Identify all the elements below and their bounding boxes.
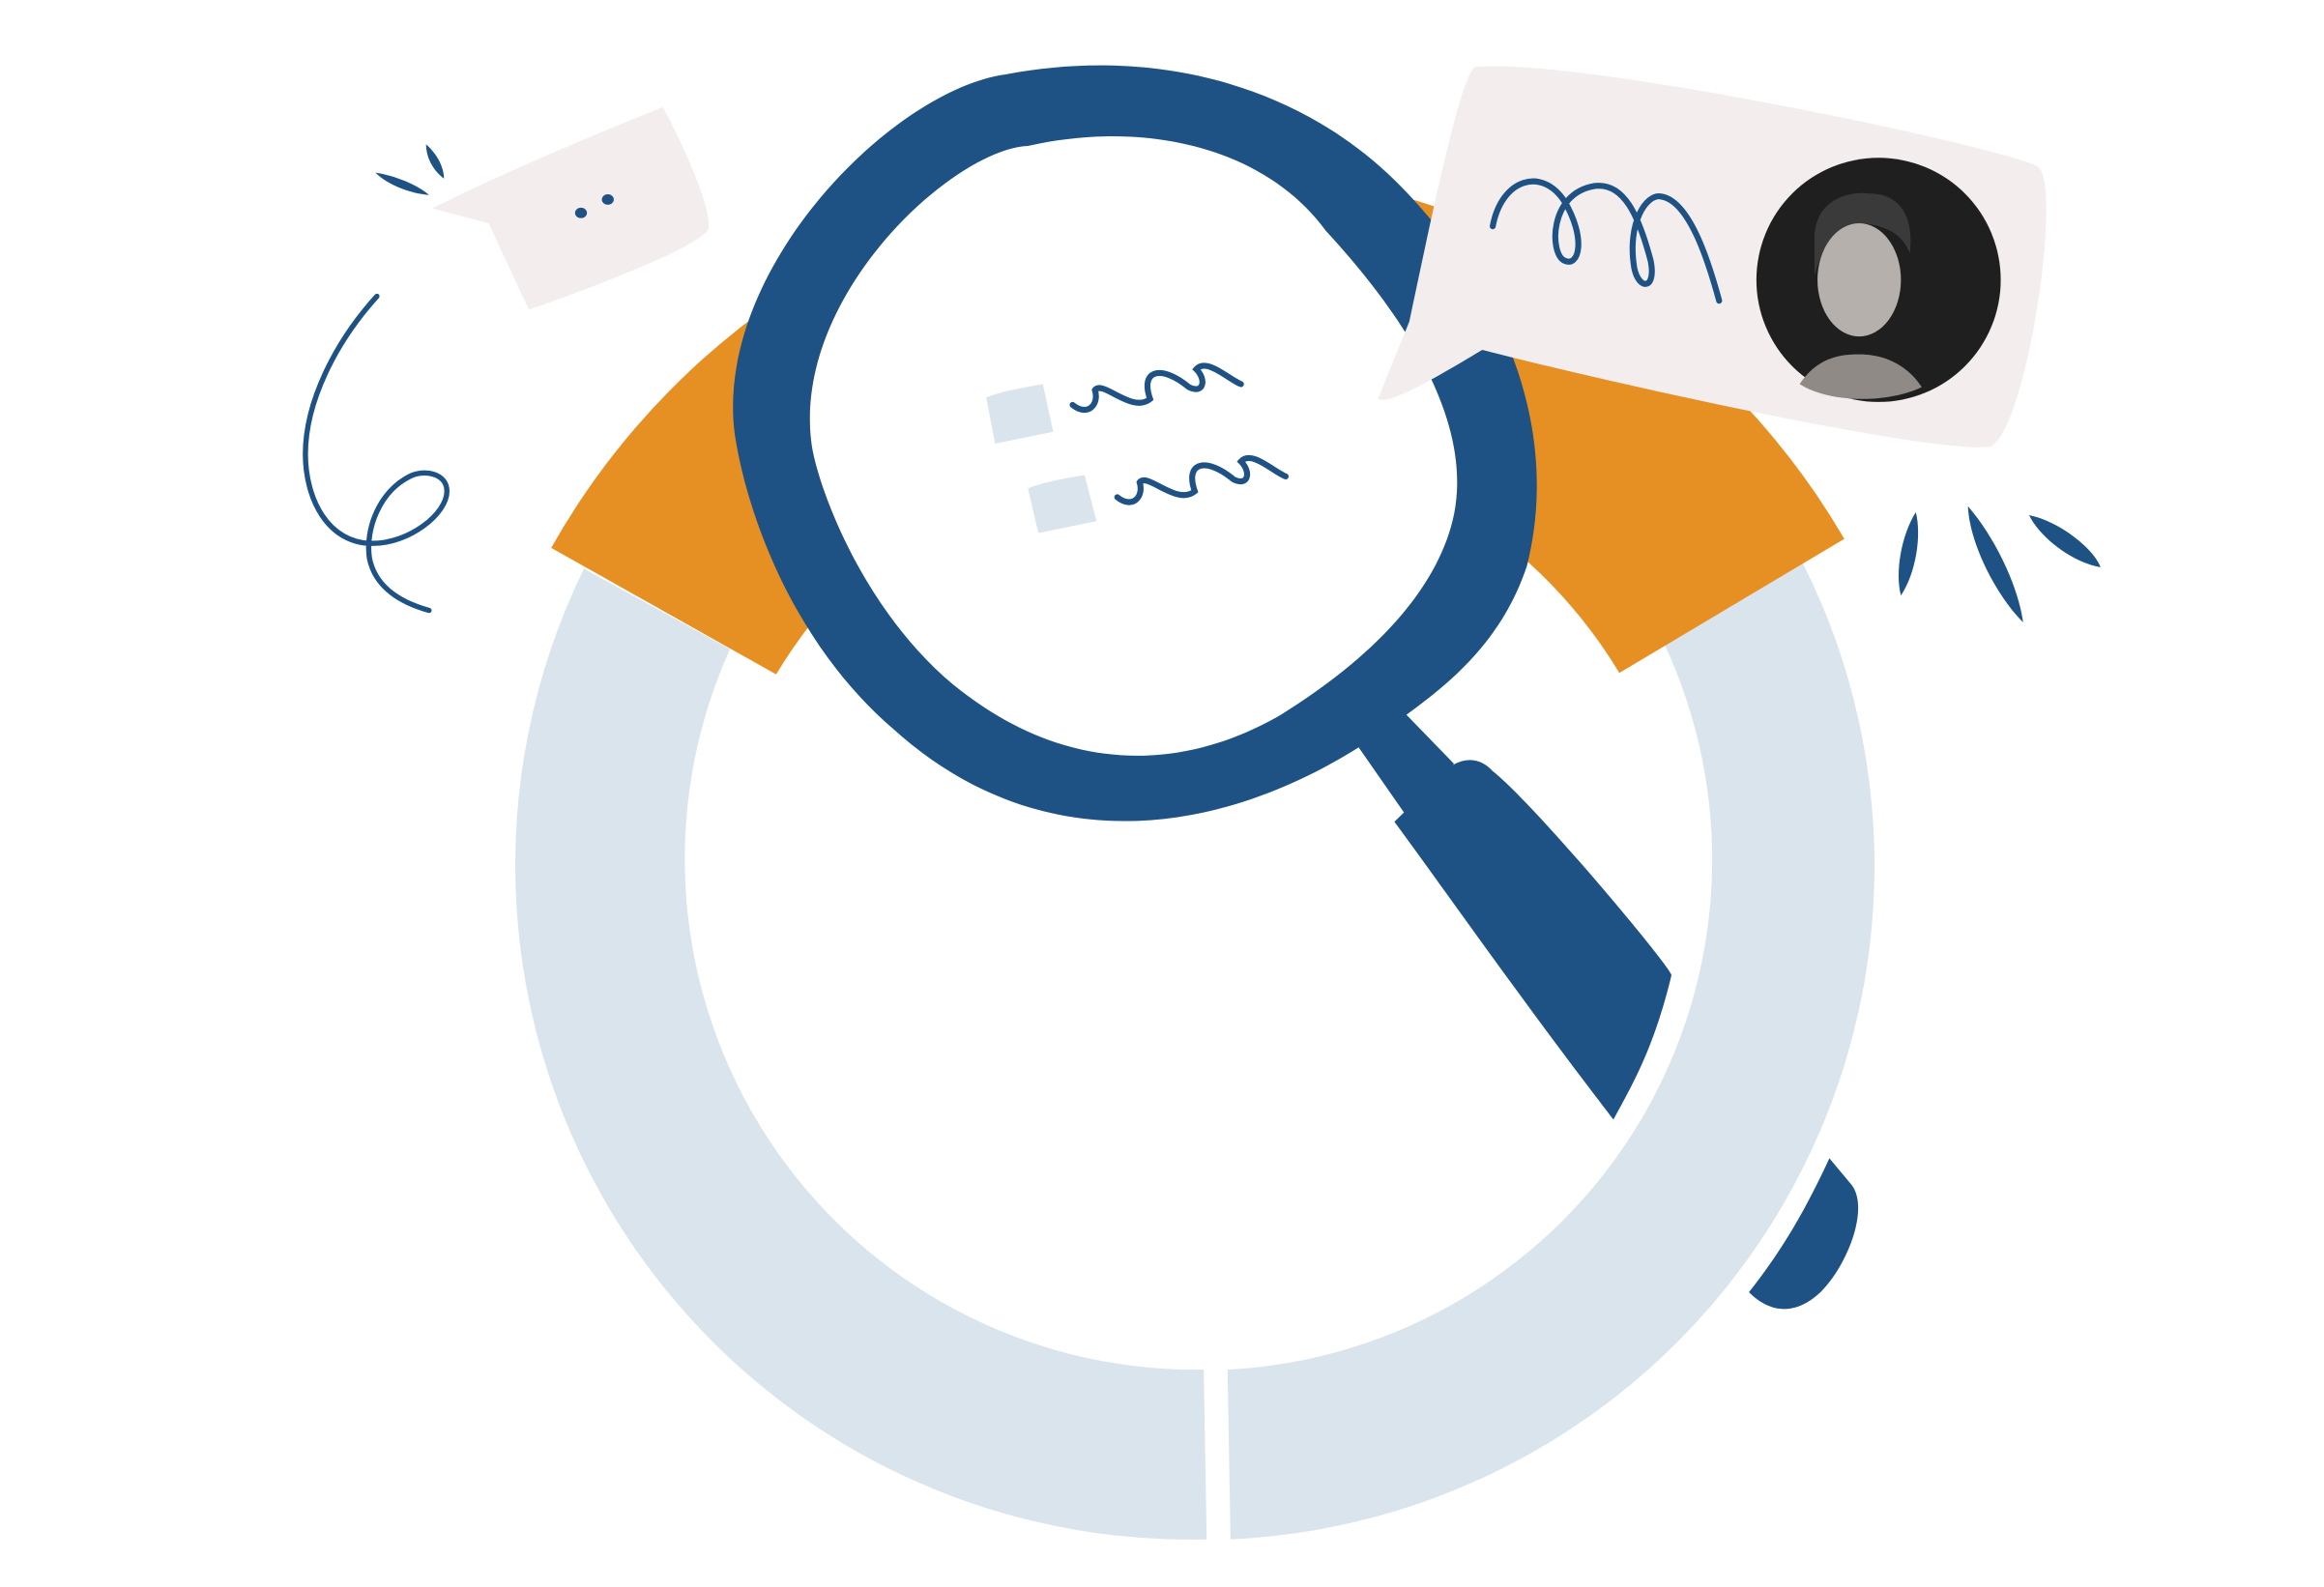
donut-segment-light-right	[1227, 563, 1875, 1540]
squiggle-line-2	[1114, 454, 1289, 505]
magnifying-glass-icon	[733, 65, 1672, 1120]
loop-scribble	[303, 293, 450, 614]
bubble-dot-1	[574, 207, 588, 218]
line-marker-2	[1028, 475, 1097, 534]
line-marker-1	[986, 384, 1054, 445]
bubble-dot-2	[601, 194, 614, 205]
accent-dash-3	[1898, 511, 1919, 596]
accent-dash-2	[425, 144, 445, 179]
donut-segment-light-left	[515, 568, 1207, 1540]
accent-dash-4	[1967, 505, 2023, 622]
speech-bubble-left	[431, 106, 710, 310]
accent-dash-1	[375, 172, 429, 195]
accent-dash-5	[2028, 514, 2101, 567]
avatar-face	[1817, 223, 1902, 337]
avatar-hair	[1814, 192, 1911, 275]
decorative-strokes	[375, 144, 2101, 622]
magnifier-handle	[1394, 760, 1672, 1120]
speech-bubble-icon	[431, 106, 710, 310]
donut-segment-blue	[1749, 1158, 1859, 1310]
avatar	[1756, 158, 2001, 402]
document-lines-icon	[986, 362, 1289, 534]
avatar-shoulders	[1799, 354, 1922, 399]
squiggle-line-1	[1069, 362, 1244, 414]
signature-scribble	[1490, 178, 1723, 304]
magnifier-lens-white	[809, 136, 1458, 756]
speech-bubble-right	[1378, 66, 2047, 447]
